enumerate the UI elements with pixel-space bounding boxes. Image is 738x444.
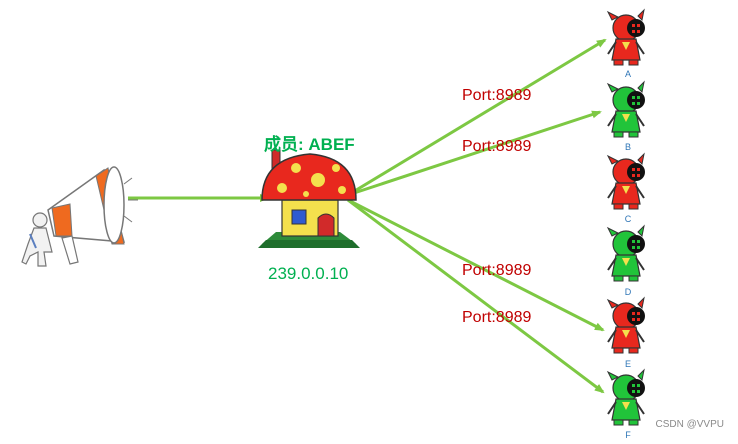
arrow-to-node-e — [347, 198, 605, 332]
node-label-c: C — [624, 214, 632, 224]
node-label-b: B — [624, 142, 631, 152]
port-label-a: Port:8989 — [462, 87, 532, 104]
arrow-to-node-a — [347, 38, 607, 197]
node-label-a: A — [624, 69, 631, 79]
robot-icon — [606, 296, 645, 354]
robot-icon — [606, 368, 645, 426]
robot-icon — [606, 224, 645, 282]
node-label-e: E — [624, 359, 631, 369]
arrow-to-node-f — [347, 198, 605, 394]
group-ip-address: 239.0.0.10 — [268, 264, 349, 283]
mushroom-house-icon — [258, 149, 360, 248]
node-label-f: F — [625, 430, 631, 440]
arrow-to-node-b — [347, 110, 602, 197]
port-label-b: Port:8989 — [462, 138, 532, 155]
megaphone-icon — [21, 166, 138, 267]
robot-icon — [606, 8, 645, 66]
robot-icon — [606, 152, 645, 210]
node-label-d: D — [624, 287, 632, 297]
port-label-f: Port:8989 — [462, 309, 532, 326]
group-members-label: 成员: ABEF — [264, 135, 355, 154]
watermark: CSDN @VVPU — [655, 419, 725, 430]
node-column — [606, 8, 645, 426]
port-label-e: Port:8989 — [462, 262, 532, 279]
robot-icon — [606, 80, 645, 138]
